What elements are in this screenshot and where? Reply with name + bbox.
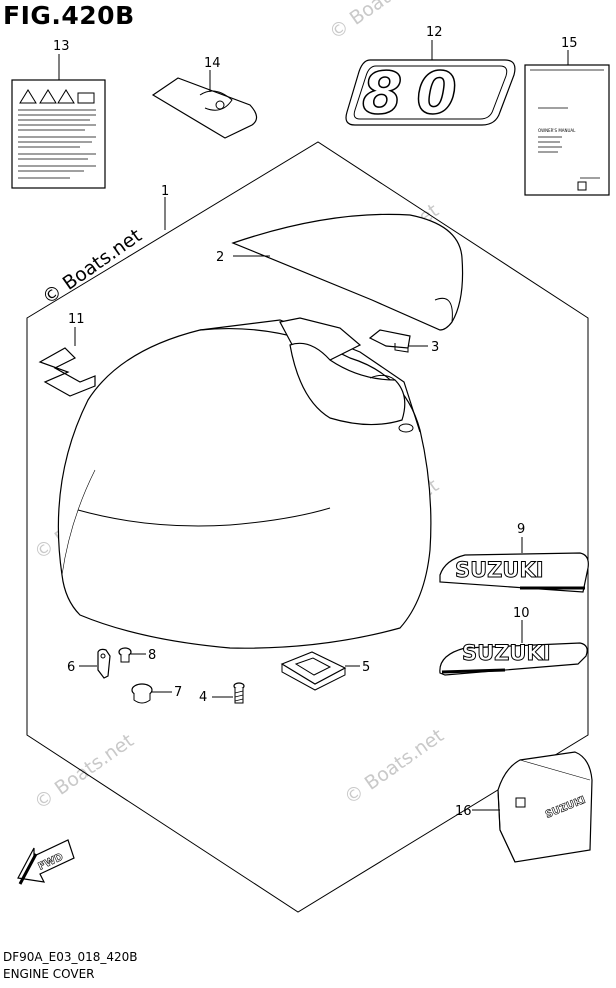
model-decal-part-12: 80 bbox=[345, 58, 516, 128]
callout-11: 11 bbox=[68, 312, 85, 327]
top-lid-part-2 bbox=[231, 213, 464, 331]
cover-bag-part-16: SUZUKI bbox=[497, 751, 593, 863]
brand-text-upper: SUZUKI bbox=[455, 558, 544, 582]
grommet-part-5 bbox=[280, 651, 347, 691]
callout-1: 1 bbox=[161, 184, 169, 199]
clip-part-3 bbox=[368, 329, 411, 353]
caution-label-part-13 bbox=[11, 79, 106, 189]
watermark-1: © Boats.net bbox=[325, 0, 433, 44]
assembly-frame bbox=[26, 141, 589, 913]
callout-14: 14 bbox=[204, 56, 221, 71]
callout-16: 16 bbox=[455, 804, 472, 819]
callout-13: 13 bbox=[53, 39, 70, 54]
callout-6: 6 bbox=[67, 660, 75, 675]
callout-5: 5 bbox=[362, 660, 370, 675]
brand-decal-part-10: SUZUKI bbox=[439, 641, 588, 676]
watermark-dark: © Boats.net bbox=[38, 225, 146, 310]
callout-7: 7 bbox=[174, 685, 182, 700]
callout-12: 12 bbox=[426, 25, 443, 40]
figure-title: FIG.420B bbox=[3, 1, 135, 30]
callout-2: 2 bbox=[216, 250, 224, 265]
model-number-text: 80 bbox=[362, 59, 471, 127]
owners-manual-part-15: OWNER'S MANUAL bbox=[524, 64, 610, 196]
figure-name: ENGINE COVER bbox=[3, 967, 95, 981]
callout-4: 4 bbox=[199, 690, 207, 705]
brand-decal-part-9: SUZUKI bbox=[439, 552, 589, 593]
figure-code: DF90A_E03_018_420B bbox=[3, 950, 138, 964]
callout-8: 8 bbox=[148, 648, 156, 663]
callout-9: 9 bbox=[517, 522, 525, 537]
brand-text-lower: SUZUKI bbox=[462, 641, 551, 665]
callout-15: 15 bbox=[561, 36, 578, 51]
screw-part-8 bbox=[118, 647, 132, 663]
bag-part-14 bbox=[151, 77, 258, 139]
callout-3: 3 bbox=[431, 340, 439, 355]
emblem-part-11 bbox=[38, 347, 96, 397]
fwd-arrow-icon: FWD bbox=[17, 839, 75, 885]
cap-part-7 bbox=[131, 683, 153, 704]
engine-cover-part-1 bbox=[57, 317, 432, 649]
manual-cover-title: OWNER'S MANUAL bbox=[538, 128, 576, 133]
watermark-6: © Boats.net bbox=[340, 725, 448, 810]
bracket-part-6 bbox=[97, 648, 111, 679]
callout-10: 10 bbox=[513, 606, 530, 621]
bolt-part-4 bbox=[233, 682, 245, 704]
